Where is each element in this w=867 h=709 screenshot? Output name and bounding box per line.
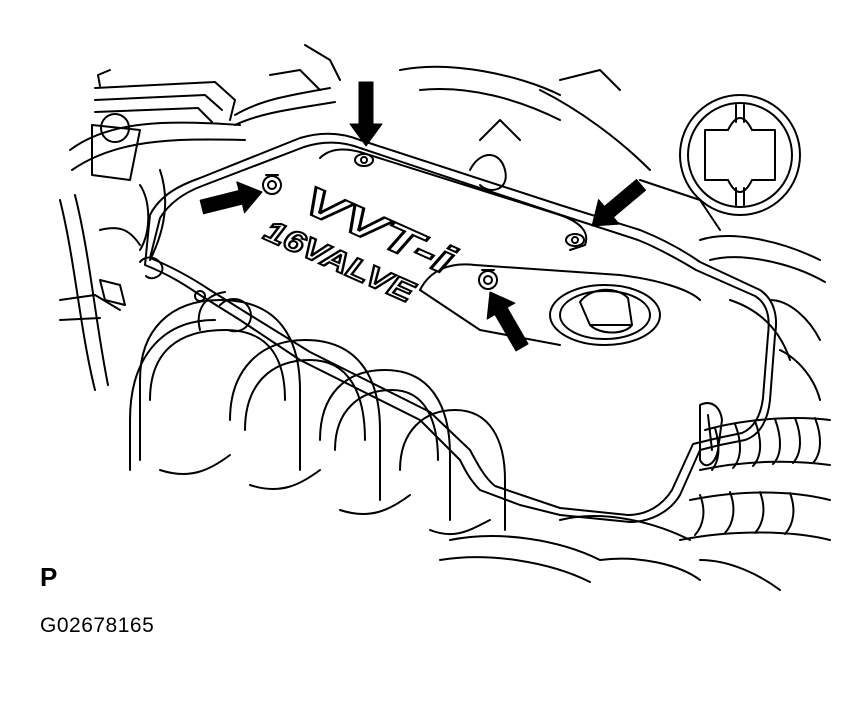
nut-left [262, 174, 282, 195]
arrow-center-nut [486, 291, 529, 352]
nut-top [354, 153, 374, 167]
clip-detail-inset [679, 94, 801, 216]
background-engine-right [399, 65, 826, 401]
corrugated-hose [679, 417, 831, 541]
engine-cover [139, 132, 778, 523]
cover-nuts [262, 153, 585, 290]
arrow-top-nut [349, 81, 383, 147]
view-letter: P [40, 562, 58, 592]
nut-right [565, 233, 585, 247]
arrow-right-nut [591, 178, 647, 227]
background-wiring [59, 44, 341, 391]
lower-hoses [439, 515, 781, 591]
nut-center [478, 269, 498, 290]
intake-manifold [129, 291, 506, 536]
figure-id: G02678165 [40, 614, 155, 637]
arrow-left-nut [199, 181, 263, 215]
